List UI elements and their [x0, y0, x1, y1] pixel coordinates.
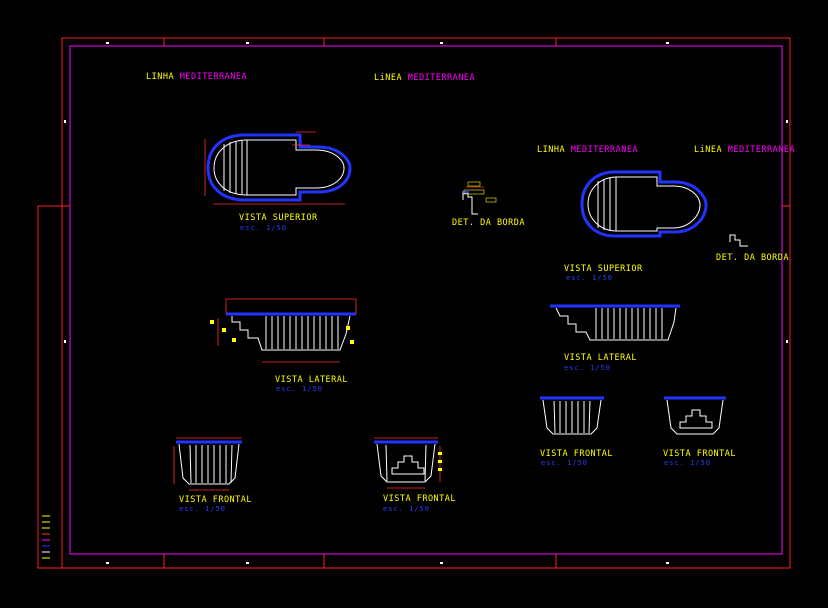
det-borda-1-drawing [462, 181, 497, 215]
title-linha-1-word: LINHA [146, 72, 175, 82]
scale-1: esc. 1/50 [240, 224, 287, 232]
vista-lateral-1-drawing [210, 298, 357, 363]
label-vista-frontal-3: VISTA FRONTAL [540, 449, 614, 459]
sheet-frame [37, 37, 791, 569]
vista-frontal-2-drawing [374, 437, 442, 489]
title-linha-2-name: MEDITERRANEA [570, 145, 639, 155]
title-linea-2-word: LiNEA [694, 145, 723, 155]
det-borda-2-drawing [729, 234, 748, 247]
vista-superior-2-drawing [580, 170, 708, 238]
scale-6: esc. 1/50 [383, 505, 430, 513]
label-det-borda-2: DET. DA BORDA [716, 253, 790, 263]
vista-frontal-4-drawing [664, 396, 726, 435]
label-vista-superior-1: VISTA SUPERIOR [239, 213, 318, 223]
title-linea-1-name: MEDITERRANEA [407, 73, 476, 83]
label-det-borda-1: DET. DA BORDA [452, 218, 526, 228]
layer-legend-lines [42, 515, 50, 559]
title-linha-1: LINHA MEDITERRANEA [146, 72, 247, 82]
scale-3: esc. 1/50 [276, 385, 323, 393]
label-vista-superior-2: VISTA SUPERIOR [564, 264, 643, 274]
title-linea-2: LiNEA MEDITERRANEA [694, 145, 795, 155]
scale-7: esc. 1/50 [541, 459, 588, 467]
title-linea-2-name: MEDITERRANEA [727, 145, 796, 155]
vista-superior-1-drawing [204, 131, 352, 205]
vista-frontal-3-drawing [540, 396, 604, 435]
title-linha-2: LINHA MEDITERRANEA [537, 145, 638, 155]
title-linea-1: LiNEA MEDITERRANEA [374, 73, 475, 83]
vista-lateral-2-drawing [550, 304, 680, 341]
scale-8: esc. 1/50 [664, 459, 711, 467]
scale-2: esc. 1/50 [566, 274, 613, 282]
title-linea-1-word: LiNEA [374, 73, 403, 83]
label-vista-lateral-2: VISTA LATERAL [564, 353, 638, 363]
scale-4: esc. 1/50 [564, 364, 611, 372]
scale-5: esc. 1/50 [179, 505, 226, 513]
label-vista-frontal-1: VISTA FRONTAL [179, 495, 253, 505]
label-vista-frontal-4: VISTA FRONTAL [663, 449, 737, 459]
title-linha-2-word: LINHA [537, 145, 566, 155]
vista-frontal-1-drawing [173, 437, 242, 491]
label-vista-lateral-1: VISTA LATERAL [275, 375, 349, 385]
title-linha-1-name: MEDITERRANEA [179, 72, 248, 82]
label-vista-frontal-2: VISTA FRONTAL [383, 494, 457, 504]
